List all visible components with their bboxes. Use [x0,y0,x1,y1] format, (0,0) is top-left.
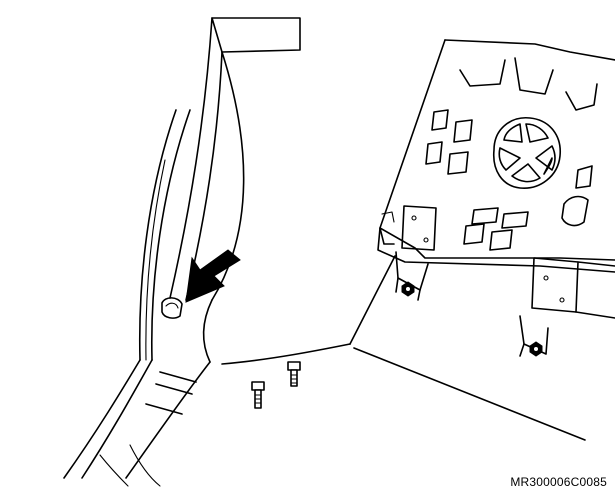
nut-icon [401,281,415,297]
rosette-cutout [493,117,561,189]
pillar-trim [63,17,301,487]
bolt-icon [251,381,265,409]
floor-edges [221,255,586,441]
seat-frame [377,39,615,357]
arrow-callout-icon [185,249,241,303]
right-bracket [519,257,615,357]
nut-icon [529,341,543,357]
figure-reference-code: MR300006C0085 [510,475,607,489]
bolt-icon [287,361,301,387]
